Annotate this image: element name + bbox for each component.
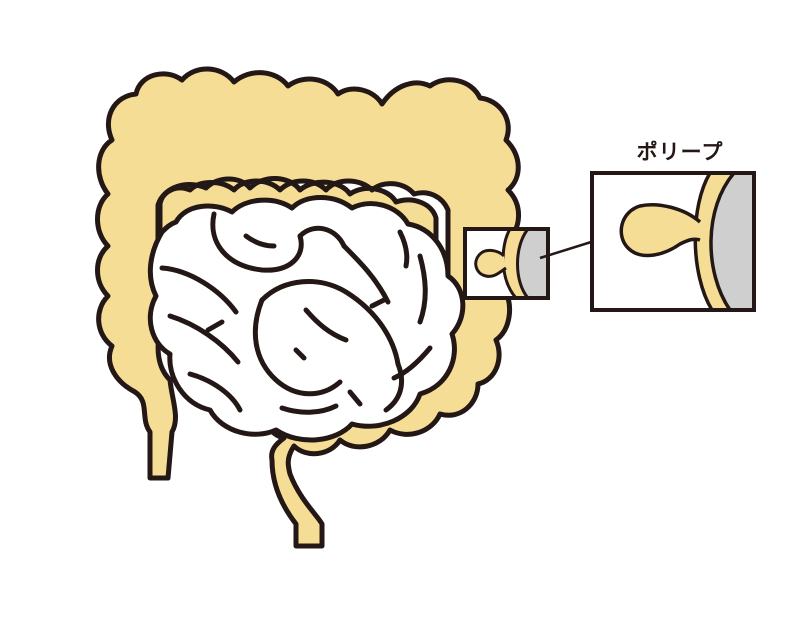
small-intestine [147,195,466,443]
polyp-shape [619,203,702,258]
polyp-label: ポリープ [636,140,724,164]
polyp-location-box [463,227,550,300]
polyp-callout-box [590,171,756,312]
